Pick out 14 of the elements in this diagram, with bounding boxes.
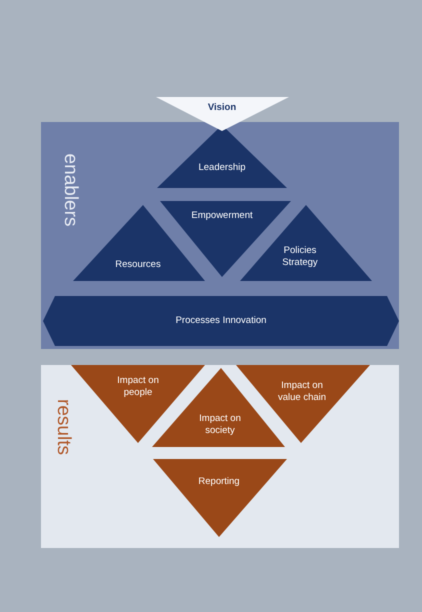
panel bbox=[41, 365, 399, 548]
segment-label: Resources bbox=[114, 259, 162, 271]
segment-label: Reporting bbox=[197, 476, 241, 488]
segment-label: Processes Innovation bbox=[174, 315, 268, 327]
panel-heading: enablers bbox=[60, 154, 80, 226]
segment-label: Policies Strategy bbox=[281, 245, 319, 269]
segment-label: Empowerment bbox=[190, 210, 254, 222]
panel bbox=[41, 122, 399, 349]
segment-label: Impact on people bbox=[116, 375, 160, 399]
panel-heading: results bbox=[53, 399, 73, 455]
segment-label: Impact on value chain bbox=[276, 380, 328, 404]
segment-label: Leadership bbox=[197, 162, 246, 174]
segment-label: Impact on society bbox=[198, 413, 242, 437]
segment-label: Vision bbox=[206, 102, 238, 114]
